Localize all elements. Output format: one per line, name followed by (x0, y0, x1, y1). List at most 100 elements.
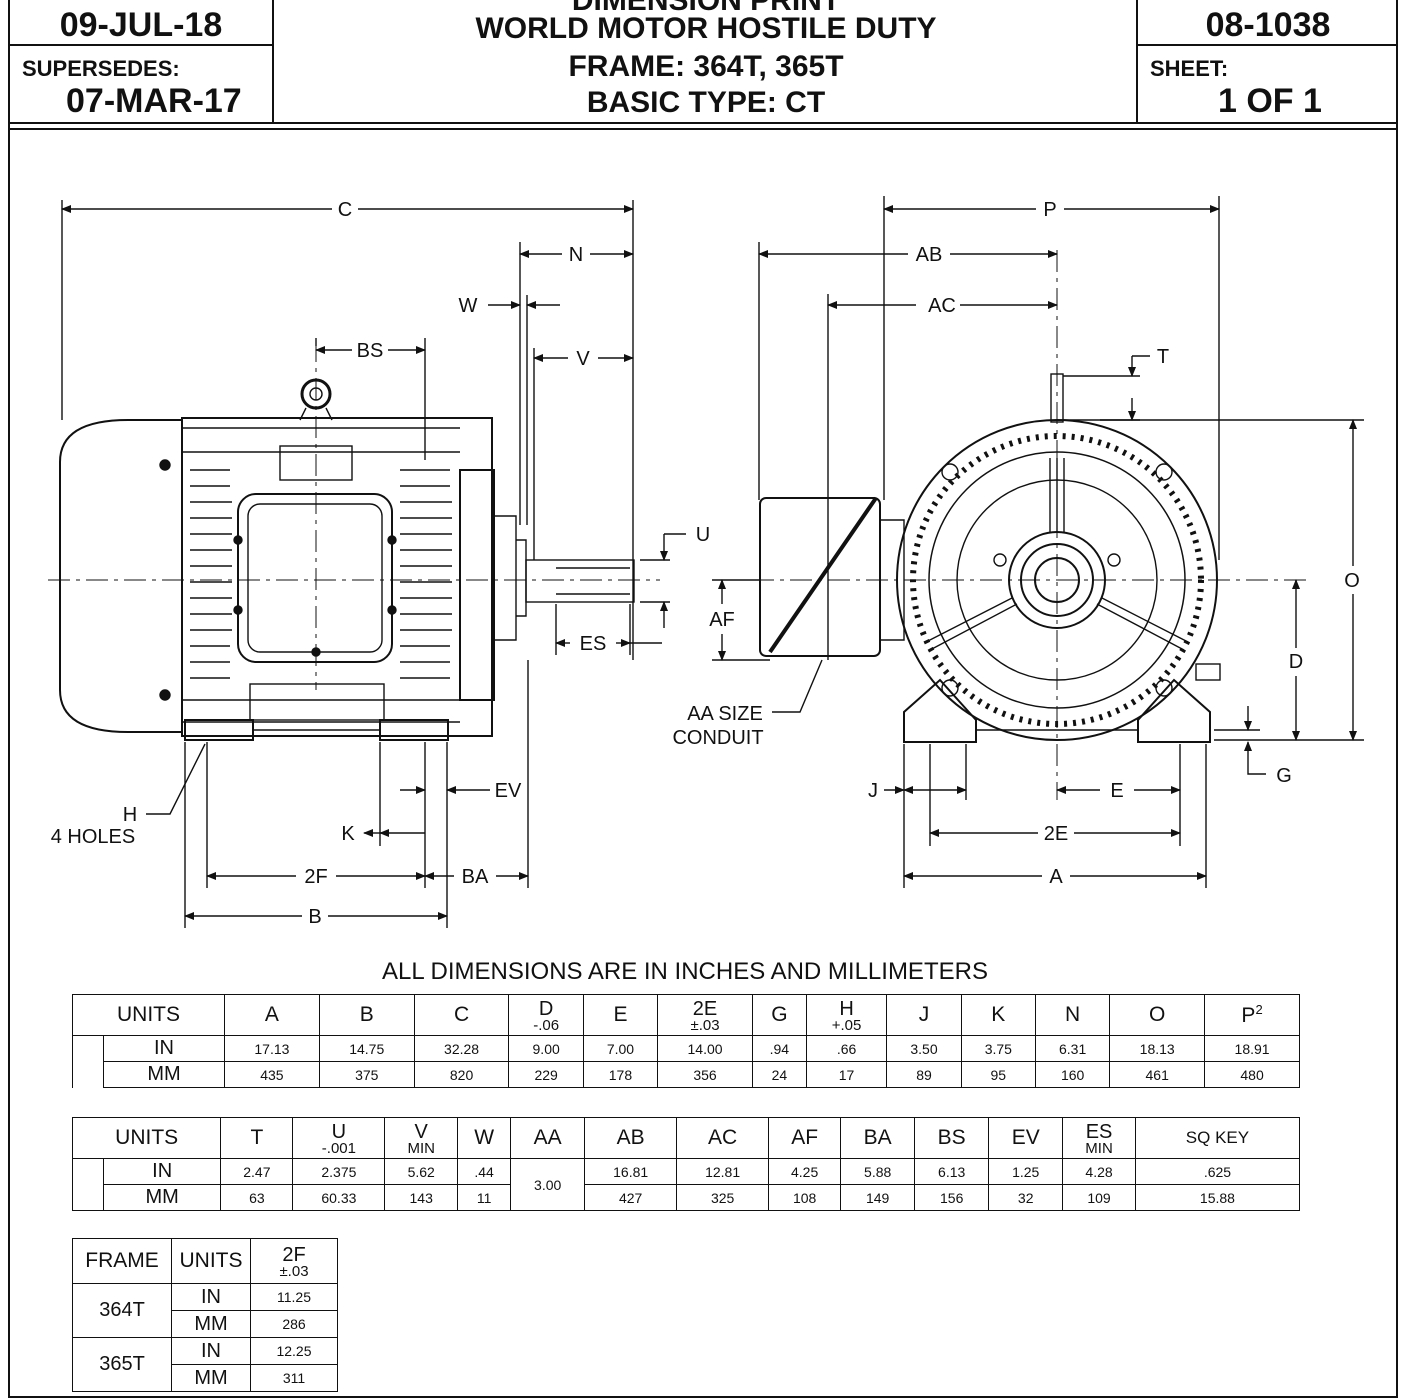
header-tolerance: MIN (1085, 1139, 1113, 1157)
header-name: 2F (282, 1243, 306, 1266)
label-aa-size: AA SIZE (687, 703, 763, 725)
header-name: V (414, 1120, 428, 1143)
units-note: ALL DIMENSIONS ARE IN INCHES AND MILLIME… (382, 958, 988, 985)
label-n: N (569, 244, 583, 266)
table-cell: 15.88 (1134, 1184, 1301, 1211)
revision-date: 09-JUL-18 (59, 6, 223, 44)
table-row: MM 286 (73, 1310, 338, 1338)
sheet-label: SHEET: (1150, 56, 1229, 81)
table-cell: 32 (988, 1184, 1064, 1211)
col-header: J (886, 994, 962, 1036)
header-name: J (918, 1003, 930, 1026)
label-u: U (696, 524, 710, 546)
label-e: E (1110, 780, 1123, 802)
label-ba: BA (462, 866, 489, 888)
label-g: G (1276, 765, 1292, 787)
col-header: C (413, 994, 510, 1036)
col-header: E (582, 994, 659, 1036)
table-cell: 3.50 (886, 1035, 962, 1062)
table-row: IN 17.13 14.75 32.28 9.00 7.00 14.00 .94… (72, 1035, 1300, 1088)
table-cell-aa: 3.00 (510, 1158, 586, 1211)
table-cell: 143 (384, 1184, 459, 1211)
label-p: P (1043, 199, 1056, 221)
header-name: BA (863, 1126, 892, 1149)
unit-label: MM (103, 1061, 225, 1088)
label-ev: EV (495, 780, 522, 802)
page-frame (8, 0, 1398, 1398)
label-2e: 2E (1044, 823, 1068, 845)
table-cell: 2.47 (220, 1158, 294, 1185)
table-row: IN 2.47 2.375 5.62 .44 3.00 16.81 12.81 … (72, 1158, 1301, 1211)
header-name: P (1241, 1004, 1256, 1027)
table-row: MM 63 60.33 143 11 427 325 108 149 156 3… (73, 1184, 1301, 1211)
title-line-3: BASIC TYPE: CT (586, 86, 826, 119)
header-name: K (991, 1003, 1006, 1026)
header-name: ES (1085, 1120, 1113, 1143)
supersedes-date: 07-MAR-17 (66, 82, 242, 120)
units-header: UNITS (171, 1238, 251, 1284)
cut-title: DIMENSION PRINT (274, 0, 1138, 12)
unit-label: IN (171, 1337, 251, 1365)
table-cell: 480 (1204, 1061, 1300, 1088)
table-cell: 5.88 (840, 1158, 916, 1185)
frame-label: 364T (72, 1283, 172, 1338)
header-name: E (613, 1003, 628, 1026)
doc-number: 08-1038 (1205, 6, 1331, 44)
label-b: B (308, 906, 321, 928)
label-af: AF (709, 609, 735, 631)
label-v: V (576, 348, 590, 370)
end-view-motor (759, 373, 1221, 743)
title-box (274, 0, 1138, 124)
table-cell: 5.62 (384, 1158, 459, 1185)
col-header: AB (584, 1117, 678, 1159)
doc-number-box (1138, 0, 1398, 46)
col-header: D-.06 (508, 994, 584, 1036)
col-header: W (457, 1117, 512, 1159)
sheet-value: 1 OF 1 (1218, 82, 1322, 120)
label-ac: AC (928, 295, 956, 317)
table-cell: 12.25 (250, 1337, 338, 1365)
table-row: 364T IN 11.25 (72, 1283, 338, 1338)
col-header: AF (768, 1117, 842, 1159)
table-cell: 4.28 (1062, 1158, 1136, 1185)
col-header: AC (676, 1117, 770, 1159)
table-row: 365T IN 12.25 (72, 1337, 338, 1392)
col-header: K (960, 994, 1036, 1036)
table-cell: 4.25 (768, 1158, 842, 1185)
col-header: EV (988, 1117, 1064, 1159)
table-cell: 427 (584, 1184, 678, 1211)
header-name: O (1149, 1003, 1166, 1026)
dimension-drawing: C N W BS V U ES H 4 HOLES K EV 2F BA B P… (48, 196, 1364, 928)
header-tolerance: ±.03 (279, 1262, 309, 1280)
unit-label: IN (171, 1283, 251, 1311)
frame-header: FRAME (72, 1238, 172, 1284)
table-cell: 9.00 (508, 1035, 584, 1062)
header-name: U (331, 1120, 347, 1143)
table-cell: 17.13 (224, 1035, 320, 1062)
label-conduit: CONDUIT (672, 727, 763, 749)
units-header: UNITS (72, 994, 225, 1036)
header-name: AA (533, 1126, 562, 1149)
title-line-1: WORLD MOTOR HOSTILE DUTY (475, 12, 937, 45)
unit-label: MM (102, 1184, 222, 1211)
col-header: U-.001 (292, 1117, 386, 1159)
header-name: EV (1011, 1126, 1040, 1149)
header-name: H (839, 997, 854, 1020)
side-view-motor (59, 378, 635, 741)
table-cell: 17 (805, 1061, 888, 1088)
table-cell: 1.25 (988, 1158, 1064, 1185)
col-header: 2F±.03 (250, 1238, 338, 1284)
frame-2f-table: FRAME UNITS 2F±.03 364T IN 11.25 MM 286 … (72, 1238, 338, 1392)
col-header: BS (914, 1117, 990, 1159)
supersedes-label: SUPERSEDES: (22, 56, 180, 81)
col-header: AA (510, 1117, 586, 1159)
table1-header-row: UNITS A B C D-.06 E 2E±.03 G H+.05 J K N… (72, 994, 1300, 1036)
label-es: ES (580, 633, 607, 655)
table-cell: 229 (508, 1061, 584, 1088)
header-tolerance: -.06 (533, 1016, 560, 1034)
unit-label: IN (103, 1035, 225, 1062)
unit-label: MM (171, 1364, 251, 1392)
